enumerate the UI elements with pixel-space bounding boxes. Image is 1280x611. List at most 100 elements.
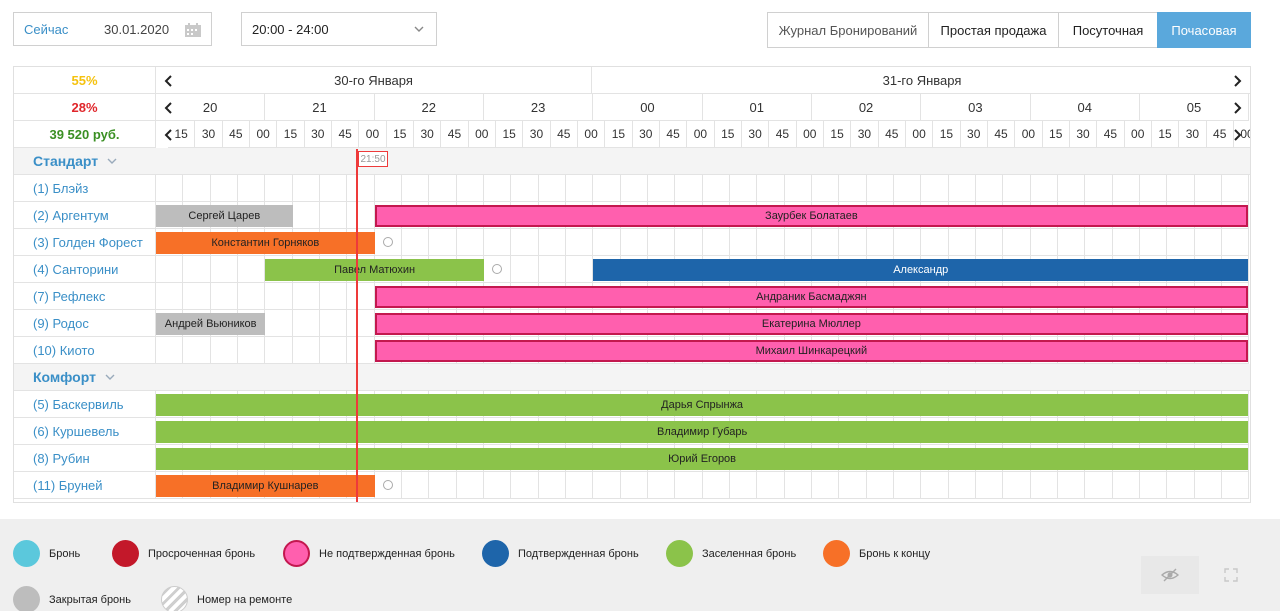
time-slot[interactable] (921, 175, 949, 202)
time-slot[interactable] (702, 175, 730, 202)
time-slot[interactable] (1085, 229, 1113, 256)
time-slot[interactable] (729, 229, 758, 256)
booking-bar[interactable]: Константин Горняков (156, 232, 375, 254)
time-slot[interactable] (347, 310, 375, 337)
time-slot[interactable] (183, 175, 211, 202)
time-slot[interactable] (156, 256, 184, 283)
group-header[interactable]: Стандарт (14, 148, 156, 175)
time-slot[interactable] (292, 175, 320, 202)
time-slot[interactable] (1221, 472, 1250, 499)
time-slot[interactable] (401, 229, 430, 256)
tab-booking-journal[interactable]: Журнал Бронирований (767, 12, 928, 48)
booking-bar[interactable]: Заурбек Болатаев (374, 205, 1249, 227)
time-slot[interactable] (1030, 175, 1058, 202)
time-slot[interactable] (784, 472, 812, 499)
time-slot[interactable] (401, 472, 430, 499)
chevron-down-icon[interactable] (106, 155, 118, 167)
fullscreen-button[interactable] (1202, 556, 1260, 594)
prev-quarter-arrow-icon[interactable] (163, 129, 175, 141)
time-slot[interactable] (1221, 229, 1250, 256)
chevron-down-icon[interactable] (104, 371, 116, 383)
time-slot[interactable] (292, 337, 320, 364)
time-slot[interactable] (456, 472, 484, 499)
time-slot[interactable] (319, 175, 348, 202)
time-slot[interactable] (565, 175, 594, 202)
booking-bar[interactable]: Андрей Вьюников (156, 313, 266, 335)
time-slot[interactable] (1167, 472, 1195, 499)
time-slot[interactable] (1030, 229, 1058, 256)
time-slot[interactable] (483, 229, 512, 256)
room-label[interactable]: (8) Рубин (14, 445, 156, 472)
room-label[interactable]: (10) Киото (14, 337, 156, 364)
time-slot[interactable] (374, 472, 402, 499)
time-slot[interactable] (511, 175, 539, 202)
time-slot[interactable] (1221, 310, 1250, 337)
time-slot[interactable] (620, 472, 648, 499)
tab-daily[interactable]: Посуточная (1058, 12, 1157, 48)
time-slot[interactable] (538, 229, 566, 256)
time-slot[interactable] (511, 472, 539, 499)
time-slot[interactable] (483, 175, 512, 202)
booking-bar[interactable]: Александр (593, 259, 1249, 281)
time-slot[interactable] (593, 229, 621, 256)
time-slot[interactable] (620, 229, 648, 256)
time-slot[interactable] (565, 229, 594, 256)
date-picker[interactable]: Сейчас 30.01.2020 (13, 12, 212, 46)
time-slot[interactable] (1221, 418, 1250, 445)
room-label[interactable]: (5) Баскервиль (14, 391, 156, 418)
time-slot[interactable] (1194, 229, 1222, 256)
time-slot[interactable] (183, 283, 211, 310)
time-slot[interactable] (893, 229, 922, 256)
time-slot[interactable] (839, 472, 867, 499)
booking-bar[interactable]: Владимир Кушнарев (156, 475, 375, 497)
time-slot[interactable] (757, 175, 785, 202)
time-slot[interactable] (593, 175, 621, 202)
time-slot[interactable] (401, 175, 430, 202)
time-slot[interactable] (511, 229, 539, 256)
time-slot[interactable] (156, 175, 184, 202)
time-slot[interactable] (1085, 175, 1113, 202)
time-slot[interactable] (511, 256, 539, 283)
time-slot[interactable] (729, 472, 758, 499)
time-slot[interactable] (292, 283, 320, 310)
time-slot[interactable] (1139, 472, 1168, 499)
time-slot[interactable] (210, 337, 238, 364)
room-label[interactable]: (7) Рефлекс (14, 283, 156, 310)
time-slot[interactable] (948, 175, 976, 202)
prev-day-arrow-icon[interactable] (163, 75, 175, 87)
time-slot[interactable] (565, 256, 594, 283)
time-slot[interactable] (538, 175, 566, 202)
time-slot[interactable] (839, 229, 867, 256)
time-slot[interactable] (866, 472, 894, 499)
room-label[interactable]: (1) Блэйз (14, 175, 156, 202)
group-header[interactable]: Комфорт (14, 364, 156, 391)
time-slot[interactable] (1221, 283, 1250, 310)
time-slot[interactable] (237, 337, 266, 364)
room-label[interactable]: (2) Аргентум (14, 202, 156, 229)
time-slot[interactable] (702, 229, 730, 256)
time-slot[interactable] (866, 175, 894, 202)
calendar-icon[interactable] (184, 22, 202, 38)
room-label[interactable]: (6) Куршевель (14, 418, 156, 445)
time-slot[interactable] (921, 472, 949, 499)
time-slot[interactable] (893, 472, 922, 499)
time-slot[interactable] (183, 337, 211, 364)
time-slot[interactable] (429, 229, 457, 256)
time-slot[interactable] (1030, 472, 1058, 499)
booking-bar[interactable]: Павел Матюхин (265, 259, 484, 281)
now-link[interactable]: Сейчас (24, 21, 69, 37)
time-slot[interactable] (483, 472, 512, 499)
time-slot[interactable] (1221, 202, 1250, 229)
time-slot[interactable] (237, 256, 266, 283)
time-slot[interactable] (1112, 472, 1140, 499)
time-slot[interactable] (1003, 472, 1031, 499)
booking-bar[interactable]: Владимир Губарь (156, 421, 1249, 443)
time-slot[interactable] (647, 229, 676, 256)
time-slot[interactable] (1139, 229, 1168, 256)
room-label[interactable]: (4) Санторини (14, 256, 156, 283)
time-slot[interactable] (921, 229, 949, 256)
booking-bar[interactable]: Екатерина Мюллер (374, 313, 1249, 335)
free-slot-marker[interactable] (382, 237, 393, 247)
time-slot[interactable] (1221, 337, 1250, 364)
time-slot[interactable] (210, 283, 238, 310)
